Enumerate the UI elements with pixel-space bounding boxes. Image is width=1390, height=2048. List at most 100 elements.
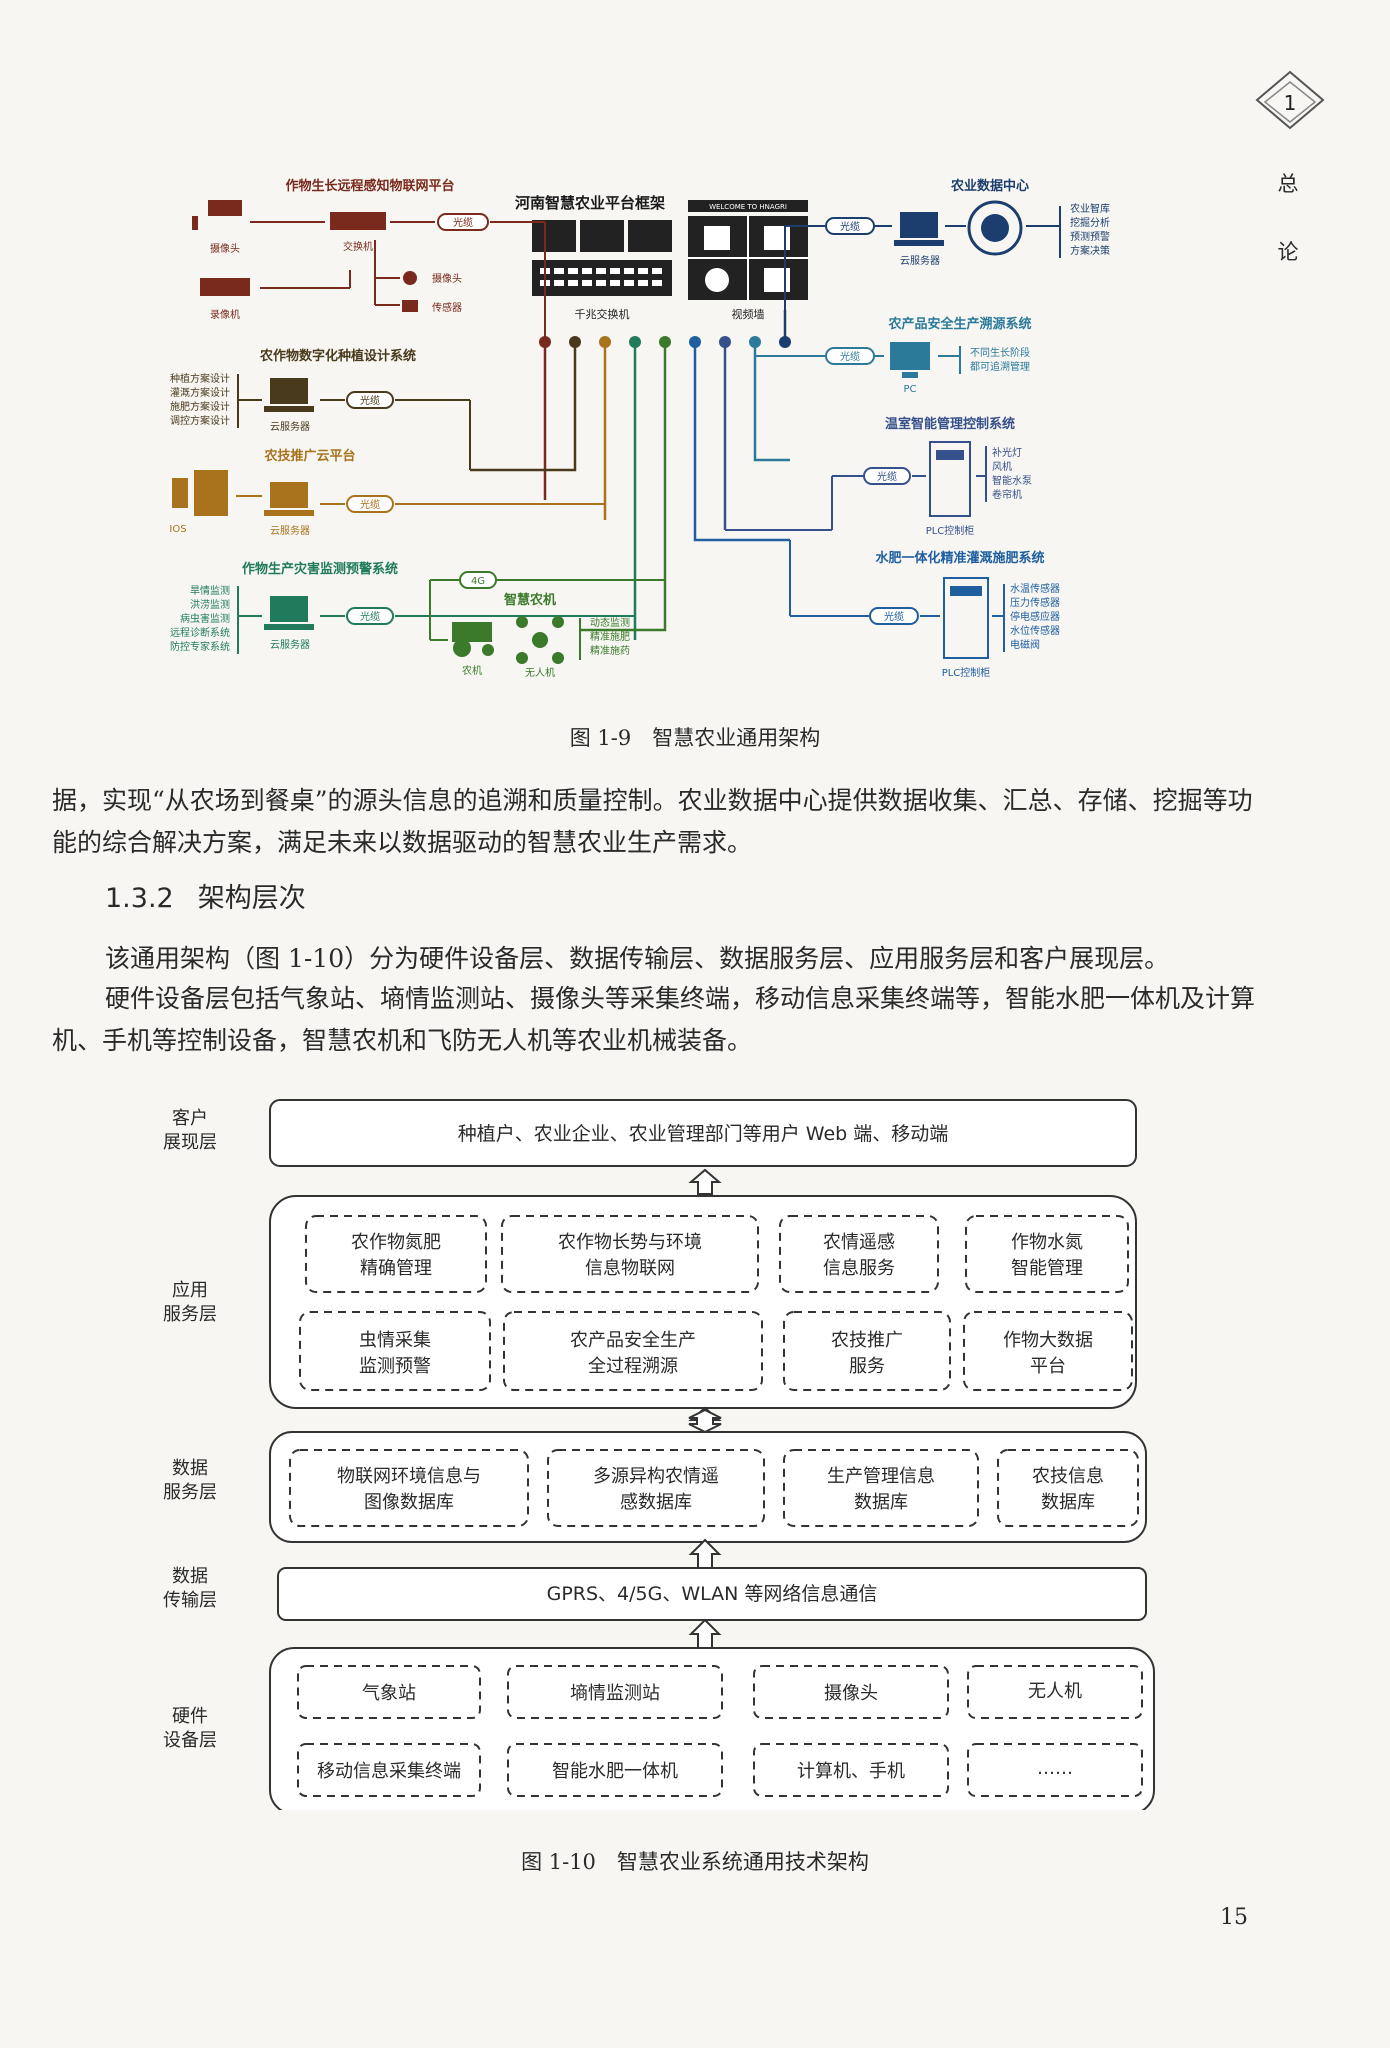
- disaster-item: 洪涝监测: [190, 598, 230, 611]
- data-service-box: 感数据库: [620, 1492, 692, 1513]
- data-service-box: 多源异构农情遥: [593, 1466, 719, 1487]
- application-service-box: 全过程溯源: [588, 1356, 678, 1377]
- greenhouse-item: 风机: [992, 460, 1012, 473]
- machine-item: 动态监测: [590, 616, 630, 629]
- data-service-box: 生产管理信息: [827, 1466, 935, 1487]
- extension-title: 农技推广云平台: [263, 448, 355, 464]
- figure-1-9-caption: 图 1-9 智慧农业通用架构: [569, 726, 821, 750]
- transport-layer-content: GPRS、4/5G、WLAN 等网络信息通信: [547, 1583, 878, 1605]
- chapter-title-char: 总: [1277, 172, 1299, 196]
- application-service-box: 农技推广: [831, 1330, 903, 1351]
- application-service-box: 智能管理: [1011, 1258, 1083, 1279]
- small-camera-icon: [403, 271, 417, 285]
- hardware-device-box: ……: [1037, 1758, 1073, 1779]
- recorder-label: 录像机: [210, 308, 240, 321]
- hardware-device-box: 气象站: [362, 1683, 416, 1704]
- hardware-device-box: 无人机: [1028, 1681, 1082, 1702]
- data-service-box: 数据库: [854, 1492, 908, 1513]
- cloud-server-label: 云服务器: [900, 254, 940, 267]
- small-camera-label: 摄像头: [432, 272, 462, 285]
- ios-label: IOS: [170, 524, 187, 535]
- link-4g-label: 4G: [471, 576, 485, 587]
- data-service-box: 物联网环境信息与: [337, 1466, 481, 1487]
- data-center-item: 挖掘分析: [1070, 216, 1110, 229]
- recorder-icon: [200, 278, 250, 296]
- data-center-item: 方案决策: [1070, 244, 1110, 257]
- chapter-number: 1: [1284, 91, 1297, 115]
- laptop-icon: [264, 378, 314, 412]
- application-service-box: 精确管理: [360, 1258, 432, 1279]
- hardware-device-box: 墒情监测站: [570, 1683, 660, 1704]
- irrigation-item: 电磁阀: [1010, 638, 1040, 651]
- layer-label: 展现层: [163, 1132, 217, 1153]
- paragraph: 该通用架构（图 1-10）分为硬件设备层、数据传输层、数据服务层、应用服务层和客…: [105, 944, 1170, 973]
- data-center-item: 农业智库: [1070, 202, 1110, 215]
- sensor-icon: [402, 300, 418, 312]
- layer-label: 客户: [172, 1108, 208, 1129]
- layer-label: 传输层: [163, 1590, 217, 1611]
- exchange-label: 交换机: [343, 240, 373, 253]
- traceability-item: 不同生长阶段: [970, 346, 1030, 359]
- plc-cabinet-icon: [929, 441, 971, 517]
- tractor-icon: [452, 622, 494, 657]
- layer-label: 服务层: [163, 1482, 217, 1503]
- camera-label: 摄像头: [210, 242, 240, 255]
- greenhouse-item: 补光灯: [992, 446, 1022, 459]
- disaster-title: 作物生产灾害监测预警系统: [242, 561, 398, 577]
- section-number: 1.3.2: [105, 883, 174, 914]
- planting-item: 种植方案设计: [170, 372, 230, 385]
- data-service-box: 图像数据库: [364, 1492, 454, 1513]
- application-service-box: 农产品安全生产: [570, 1330, 696, 1351]
- drone-icon: [516, 616, 564, 664]
- fiber-label: 光缆: [453, 216, 473, 229]
- page-number: 15: [1220, 1905, 1248, 1930]
- hardware-layer-box: [269, 1647, 1155, 1810]
- machine-item: 精准施药: [590, 644, 630, 657]
- greenhouse-item: 智能水泵: [992, 474, 1032, 487]
- client-layer-box: [269, 1099, 1137, 1167]
- traceability-title: 农产品安全生产溯源系统: [887, 316, 1031, 332]
- figure-1-9-diagram: 河南智慧农业平台框架 千兆交换机 WELCOME TO HNAGRI 视频墙 作…: [170, 178, 1110, 679]
- layer-label: 数据: [172, 1566, 208, 1587]
- laptop-icon: [264, 596, 314, 630]
- layer-label: 设备层: [163, 1730, 217, 1751]
- disaster-item: 旱情监测: [190, 584, 230, 597]
- irrigation-item: 停电感应器: [1010, 610, 1060, 623]
- platform-title: 河南智慧农业平台框架: [515, 194, 665, 212]
- chapter-title: 总 论: [1276, 150, 1300, 286]
- pc-label: PC: [903, 384, 916, 395]
- application-service-box: 农作物氮肥: [351, 1232, 441, 1253]
- figure-1-10-caption: 图 1-10 智慧农业系统通用技术架构: [521, 1850, 869, 1874]
- application-service-box: 农作物长势与环境: [558, 1232, 702, 1253]
- data-service-box: 数据库: [1041, 1492, 1095, 1513]
- irrigation-title: 水肥一体化精准灌溉施肥系统: [875, 550, 1044, 566]
- camera-icon: [192, 200, 242, 230]
- planting-item: 灌溉方案设计: [170, 386, 230, 399]
- hardware-device-box: 摄像头: [824, 1683, 878, 1704]
- bidirectional-arrow-icon: [688, 1408, 722, 1434]
- video-wall-label: 视频墙: [732, 307, 765, 321]
- greenhouse-item: 卷帘机: [992, 488, 1022, 501]
- hardware-device-box: 智能水肥一体机: [552, 1761, 678, 1782]
- data-cloud-icon: [967, 200, 1023, 256]
- application-service-box: 作物水氮: [1011, 1232, 1083, 1253]
- tractor-label: 农机: [462, 664, 482, 677]
- layer-label: 数据: [172, 1458, 208, 1479]
- fiber-label: 光缆: [884, 610, 904, 623]
- plc-cabinet-label: PLC控制柜: [926, 524, 975, 537]
- laptop-icon: [264, 482, 314, 516]
- hardware-device-box: 计算机、手机: [797, 1761, 905, 1782]
- application-service-box: 监测预警: [359, 1356, 431, 1377]
- drone-label: 无人机: [525, 666, 555, 679]
- irrigation-item: 水温传感器: [1010, 582, 1060, 595]
- cloud-server-label: 云服务器: [270, 524, 310, 537]
- machine-item: 精准施肥: [590, 630, 630, 643]
- fiber-label: 光缆: [840, 350, 860, 363]
- smart-machine-title: 智慧农机: [504, 592, 556, 608]
- application-service-box: 服务: [849, 1356, 885, 1377]
- client-layer-content: 种植户、农业企业、农业管理部门等用户 Web 端、移动端: [458, 1123, 949, 1145]
- application-service-box: 作物大数据: [1003, 1330, 1093, 1351]
- fiber-label: 光缆: [360, 498, 380, 511]
- up-arrow-icon: [688, 1168, 722, 1649]
